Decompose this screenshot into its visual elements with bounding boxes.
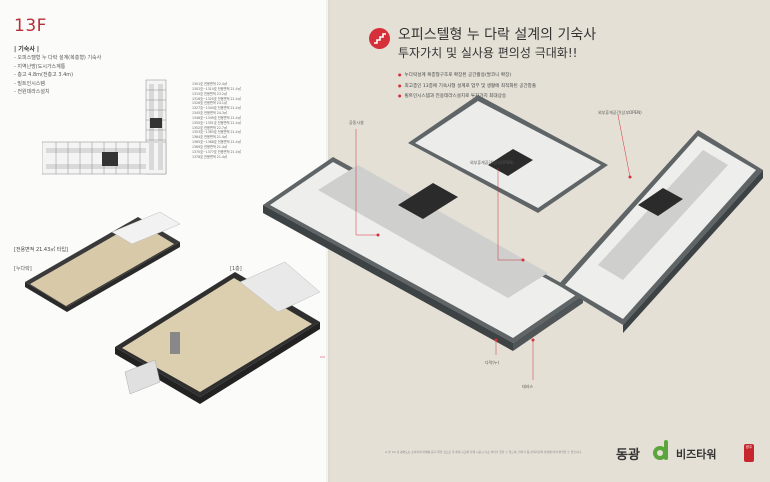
upper-unit-drawing [25,212,181,312]
floor-isometric-illustration [263,95,763,380]
feature-item: 최고층인 13층에 기숙사형 설계로 업무 및 생활에 최적화된 공간창출 [398,81,537,92]
callout-terrace: 테라스 [522,384,534,389]
room-list-item: 1327호~1344호 전용면적 21.4㎡ [192,106,241,111]
feature-item: 빌트인시스템과 전용테라스설치로 투자가치 최대상승 [398,91,536,102]
room-list-item: 1365호~1368호 전용면적 21.4㎡ [192,140,241,145]
room-list-item: 1302호~1314호 전용면적 21.4㎡ [192,86,241,91]
room-list-item: 1369호 전용면적 21.4㎡ [192,144,228,149]
key-plan [42,79,167,175]
headline-primary: 오피스텔형 누 다락 설계의 기숙사 [398,27,597,43]
floor-title: 13F [14,16,47,36]
callout-common: 공동시설 [349,120,364,125]
lower-unit-drawing [115,261,321,404]
room-list-item: 1353호~1363호 전용면적 21.4㎡ [192,130,241,135]
leaf-logo-icon [650,438,674,462]
room-list-item: 1315호 전용면적 23.2㎡ [192,91,228,96]
room-list-item: 1316호~1325호 전용면적 21.4㎡ [192,96,241,101]
callout-lines [355,114,631,380]
feature-item: 누다락설계 복층형구조로 확장된 공간활용(발코니 확장) [398,70,536,81]
feature-list: 누다락설계 복층형구조로 확장된 공간활용(발코니 확장) 최고층인 13층에 … [398,70,537,102]
room-list-item: 1378호 전용면적 21.4㎡ [192,154,228,159]
room-list-item: 1364호 전용면적 21.4㎡ [192,135,228,140]
building-wing-main [263,157,583,351]
room-list-item: 1326호 전용면적 24.1㎡ [192,101,228,106]
unit-isometric-illustration [25,212,325,404]
room-list-item: 1346호~1349호 전용면적 21.4㎡ [192,115,241,120]
disclaimer-footnote: ※ 본 CG 및 평면도는 소비자의 이해를 돕기 위한 것으로 각 세대 구조… [385,450,582,454]
callout-mezzanine: 다락(누) [485,360,500,365]
logo-brand: 동광 [616,448,640,463]
room-list: 1301호 전용면적 22.4㎡ 1302호~1314호 전용면적 21.4㎡ … [192,82,241,160]
room-list-item: 1352호 전용면적 22.7㎡ [192,125,228,130]
building-wing-right [558,130,763,333]
logo-badge: 광주 [744,444,754,462]
room-list-item: 1370호~1377호 전용면적 21.4㎡ [192,149,241,154]
headline-secondary: 투자가치 및 실사용 편의성 극대화!! [398,46,578,60]
room-list-item: 1350호~1351호 전용면적 21.4㎡ [192,120,241,125]
unit-area-label: [전용면적 21.43㎡ 타입] [14,247,68,253]
stairs-icon [369,28,390,49]
callout-outdoor-b: 외부휴게공간(상부OPEN) [598,110,642,115]
spec-bullet: - 전원데라스설치 [14,89,50,95]
room-list-item: 1301호 전용면적 22.4㎡ [192,82,228,86]
duplex-label: [누다락] [14,266,32,272]
first-floor-label: [1층] [230,266,242,272]
spec-bullet: - 층고 4.8m(전층고 3.4m) [14,72,74,78]
spec-bullet: - 빌트인시스템 [14,80,45,87]
spec-label: | 기숙사 | [14,46,40,53]
logo-product: 비즈타워 [676,448,717,461]
spec-bullet: - 오피스텔형 누 다락 설계(복층형) 기숙사 [14,55,102,61]
spec-bullets: - 오피스텔형 누 다락 설계(복층형) 기숙사 - 지역난방(도시가스계통 -… [14,54,101,97]
callout-outdoor-a: 외부휴게공간(상부OPEN) [470,160,514,165]
spec-bullet: - 지역난방(도시가스계통 [14,63,66,70]
room-list-item: 1345호 전용면적 24.3㎡ [192,111,228,116]
core-blocks [398,149,683,219]
